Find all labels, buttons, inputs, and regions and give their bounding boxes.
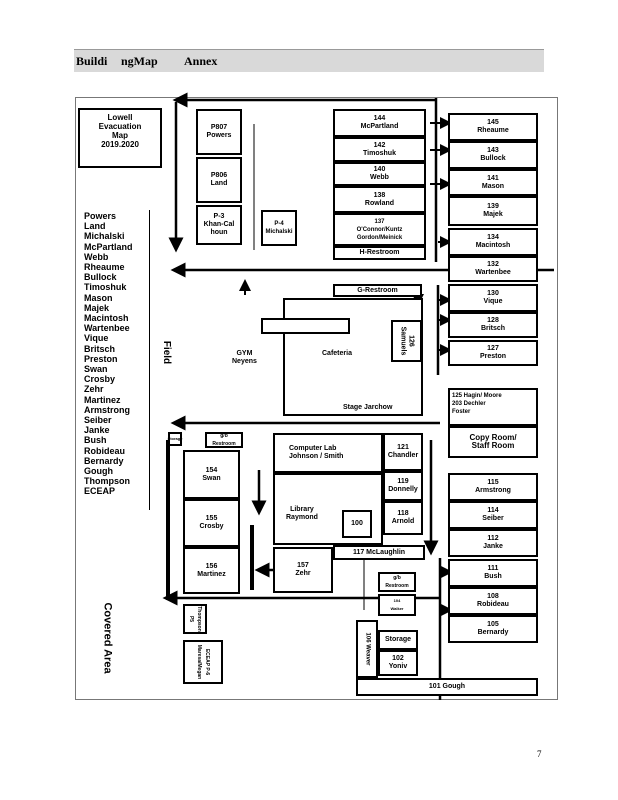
gym-label: GYM Neyens [232, 350, 257, 365]
room-157: 157 Zehr [273, 547, 333, 593]
staff-name: Majek [84, 302, 110, 313]
staff-name: Bullock [84, 272, 117, 283]
staff-name: Seiber [84, 415, 112, 426]
staff-name: Preston [84, 353, 118, 364]
h-restroom: H-Restroom [333, 246, 426, 260]
room-104: 104 Walker [378, 594, 416, 616]
room-117: 117 McLaughlin [333, 545, 425, 560]
room-134: 134 Macintosh [448, 228, 538, 256]
room-111: 111 Bush [448, 559, 538, 587]
header-part1: Buildi [76, 54, 108, 68]
room-p4: P-4 Michalski [261, 210, 297, 246]
room-100: 100 [342, 510, 372, 538]
staff-name: Swan [84, 364, 108, 375]
room-141: 141 Mason [448, 169, 538, 196]
staff-name: Webb [84, 251, 109, 262]
staff-name: Powers [84, 211, 117, 221]
page-number: 7 [537, 749, 542, 759]
staff-name: Robideau [84, 445, 126, 456]
staff-name: Armstrong [84, 404, 131, 415]
staff-name: Crosby [84, 374, 116, 385]
map-frame [75, 97, 558, 700]
header-part2: ngMap [121, 54, 158, 68]
stage-label: Stage Jarchow [343, 404, 393, 411]
room-126: 126 Samuels [391, 320, 422, 362]
room-102: 102 Yoniv [378, 650, 418, 676]
room-154: 154 Swan [183, 450, 240, 499]
staff-name: Bush [84, 435, 107, 446]
staff-name: Gough [84, 466, 113, 477]
staff-name: Mason [84, 292, 113, 303]
staff-name: Wartenbee [84, 323, 130, 334]
room-138: 138 Rowland [333, 186, 426, 213]
field-label: Field [161, 340, 173, 365]
room-p807: P807 Powers [196, 109, 242, 155]
g-restroom: G-Restroom [333, 284, 422, 297]
staff-name: Michalski [84, 231, 125, 242]
room-eceap: ECEAP P-6 Maresa/Megan [183, 640, 223, 684]
restroom-2: g/b Restroom [378, 572, 416, 592]
storage-room: Storage [378, 630, 418, 650]
page-header: Buildi ngMap Annex [74, 49, 544, 72]
copy-room: Copy Room/ Staff Room [448, 426, 538, 458]
staff-name: McPartland [84, 241, 133, 252]
staff-name: Martinez [84, 394, 121, 405]
room-140: 140 Webb [333, 162, 426, 186]
map-title: Lowell Evacuation Map 2019.2020 [78, 108, 162, 168]
room-119: 119 Donnelly [383, 471, 423, 501]
room-112: 112 Janke [448, 529, 538, 557]
staff-name: Vique [84, 333, 109, 344]
staff-name: Macintosh [84, 313, 129, 324]
cafeteria-label: Cafeteria [322, 350, 352, 357]
room-p3: P-3 Khan-Cal houn [196, 205, 242, 245]
room-108: 108 Robideau [448, 587, 538, 615]
computer-lab: Computer Lab Johnson / Smith [273, 433, 383, 473]
room-137: 137 O'Connor/Kuntz Gordon/Meinick [333, 213, 426, 246]
stage-strip [261, 318, 350, 334]
staff-name: Zehr [84, 384, 104, 395]
room-125: 125 Hagin/ Moore 203 Dechler Foster [448, 388, 538, 426]
room-106: 106 Weaver [356, 620, 378, 678]
room-thompson: Thompson P5 [183, 604, 207, 634]
covered-area-label: Covered Area [101, 602, 114, 674]
room-130: 130 Vique [448, 284, 538, 312]
room-121: 121 Chandler [383, 433, 423, 471]
staff-name: Janke [84, 425, 110, 436]
room-155: 155 Crosby [183, 499, 240, 547]
room-142: 142 Timoshuk [333, 137, 426, 162]
staff-name: Rheaume [84, 262, 125, 273]
room-132: 132 Wartenbee [448, 256, 538, 282]
staff-name: Land [84, 221, 106, 232]
list-divider [149, 210, 150, 510]
room-101: 101 Gough [356, 678, 538, 696]
room-156: 156 Martinez [183, 547, 240, 594]
room-105: 105 Bernardy [448, 615, 538, 643]
room-139: 139 Majek [448, 196, 538, 226]
header-part3: Annex [184, 54, 218, 68]
staff-name: Thompson [84, 476, 130, 487]
room-127: 127 Preston [448, 340, 538, 366]
room-118: 118 Arnold [383, 501, 423, 535]
staff-name: Bernardy [84, 455, 124, 466]
staff-name: ECEAP [84, 486, 116, 497]
room-143: 143 Bullock [448, 141, 538, 169]
room-128: 128 Britsch [448, 312, 538, 338]
staff-name: Timoshuk [84, 282, 127, 293]
room-114: 114 Seiber [448, 501, 538, 529]
library-label: Library Raymond [286, 506, 318, 521]
room-p806: P806 Land [196, 157, 242, 203]
room-145: 145 Rheaume [448, 113, 538, 141]
restroom-1: g/b Restroom [205, 432, 243, 448]
storage-small: Storage [168, 432, 182, 446]
room-144: 144 McPartland [333, 109, 426, 137]
room-115: 115 Armstrong [448, 473, 538, 501]
staff-name: Britsch [84, 343, 116, 354]
